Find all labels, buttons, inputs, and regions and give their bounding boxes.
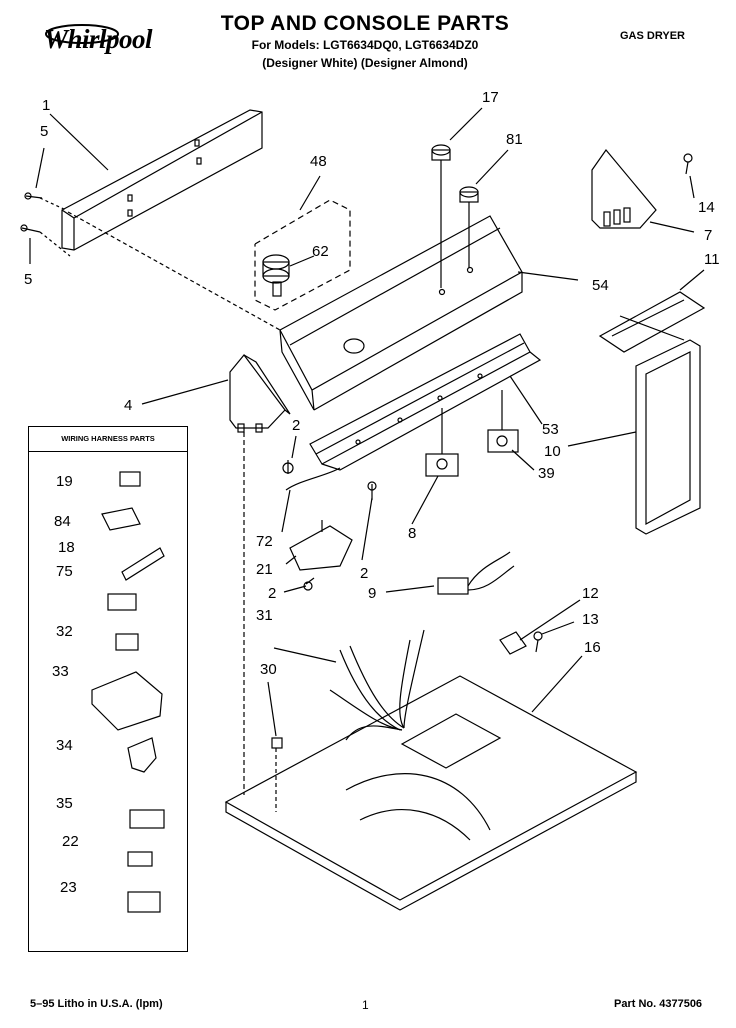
callout-16: 16	[584, 639, 601, 656]
connector-harness-part	[437, 551, 515, 595]
harness-small-parts	[91, 471, 165, 913]
callout-8: 8	[408, 525, 417, 542]
callout-75: 75	[56, 563, 73, 580]
callout-17: 17	[482, 89, 499, 106]
callout-30: 30	[260, 661, 277, 678]
control-bracket-part	[309, 333, 542, 471]
wiring-harness-title: WIRING HARNESS PARTS	[28, 426, 188, 452]
callout-10: 10	[544, 443, 561, 460]
lint-cover-part	[598, 291, 706, 353]
callout-35: 35	[56, 795, 73, 812]
footer-litho: 5–95 Litho in U.S.A. (lpm)	[30, 998, 163, 1010]
callout-31: 31	[256, 607, 273, 624]
rear-bracket-part	[61, 109, 263, 251]
timer-part	[289, 520, 353, 571]
callout-48: 48	[310, 153, 327, 170]
callout-84: 84	[54, 513, 71, 530]
right-screw-part	[683, 153, 693, 175]
callout-22: 22	[62, 833, 79, 850]
callout-34: 34	[56, 737, 73, 754]
brand-logo-text: Whirlpool	[44, 24, 153, 54]
screw-part	[20, 192, 43, 233]
wiring-harness-box	[28, 426, 188, 952]
callout-5b: 5	[24, 271, 33, 288]
callout-2a: 2	[292, 417, 301, 434]
logo-swoosh-icon	[45, 24, 119, 44]
right-end-cap-part	[591, 149, 657, 229]
callout-9: 9	[368, 585, 377, 602]
screw-13-part	[533, 631, 543, 653]
callout-72: 72	[256, 533, 273, 550]
callout-39: 39	[538, 465, 555, 482]
callout-32: 32	[56, 623, 73, 640]
top-panel-part	[224, 675, 638, 911]
model-colors: (Designer White) (Designer Almond)	[262, 56, 468, 70]
callout-54: 54	[592, 277, 609, 294]
callout-2b: 2	[360, 565, 369, 582]
callout-19: 19	[56, 473, 73, 490]
callout-5a: 5	[40, 123, 49, 140]
bracket-clip-part	[499, 631, 527, 655]
callout-2c: 2	[268, 585, 277, 602]
callout-13: 13	[582, 611, 599, 628]
callout-62: 62	[312, 243, 329, 260]
knob-part	[431, 144, 479, 203]
callout-7: 7	[704, 227, 713, 244]
timer-knob-part	[262, 254, 290, 297]
callout-33: 33	[52, 663, 69, 680]
wire-harness-part	[329, 629, 491, 841]
callout-11: 11	[704, 251, 720, 268]
page-title: TOP AND CONSOLE PARTS	[220, 12, 510, 35]
callout-53: 53	[542, 421, 559, 438]
callout-4: 4	[124, 397, 133, 414]
callout-leaders	[29, 107, 705, 737]
end-cap-part	[229, 354, 291, 433]
brand-logo	[30, 12, 190, 72]
clip-part	[271, 737, 283, 749]
model-numbers: For Models: LGT6634DQ0, LGT6634DZ0	[251, 38, 479, 52]
callout-81: 81	[506, 131, 523, 148]
callout-12: 12	[582, 585, 599, 602]
callout-1: 1	[42, 97, 51, 114]
callout-18: 18	[58, 539, 75, 556]
lint-screen-part	[635, 339, 701, 535]
page-number: 1	[362, 998, 369, 1012]
callout-23: 23	[60, 879, 77, 896]
callout-21: 21	[256, 561, 273, 578]
part-number: Part No. 4377506	[614, 998, 703, 1010]
switch-part	[425, 429, 519, 477]
product-type: GAS DRYER	[620, 30, 685, 42]
callout-14: 14	[698, 199, 715, 216]
